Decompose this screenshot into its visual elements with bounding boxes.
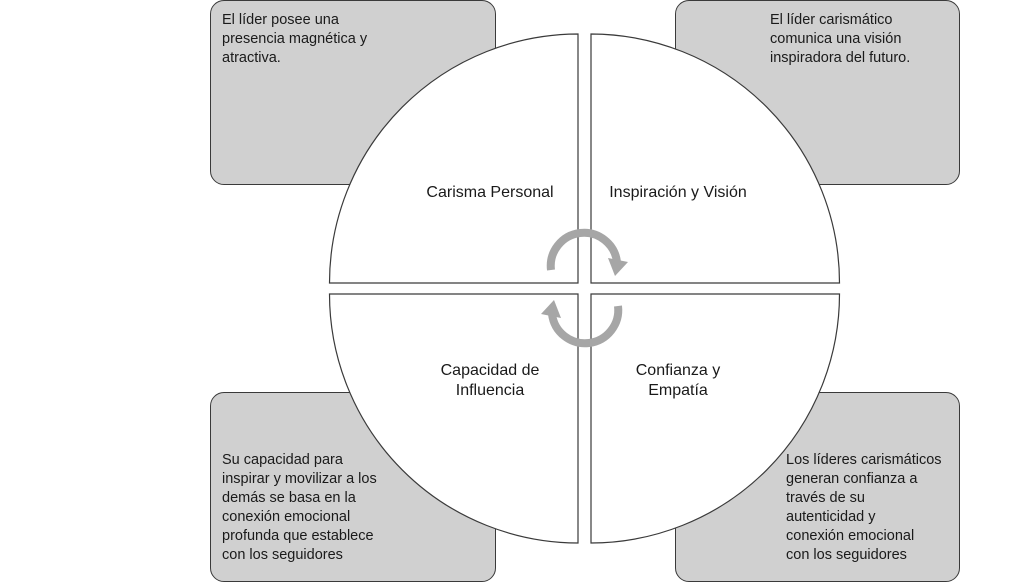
description-text-bottom-right: Los líderes carismáticos generan confian… [786,452,942,563]
quadrant-label-bottom-left: Capacidad de Influencia [440,362,540,399]
cycle-arrows-icon [541,228,628,348]
description-text-top-left: El líder posee una presencia magnética y… [222,12,368,66]
description-box-top-left: El líder posee una presencia magnética y… [210,0,496,185]
description-box-bottom-left: Su capacidad para inspirar y movilizar a… [210,392,496,582]
description-text-bottom-left: Su capacidad para inspirar y movilizar a… [222,452,377,563]
description-text-top-right: El líder carismático comunica una visión… [770,12,911,66]
quadrant-label-bottom-right: Confianza y Empatía [635,362,721,399]
description-box-top-right: El líder carismático comunica una visión… [675,0,960,185]
quadrant-label-top-left: Carisma Personal [426,184,554,201]
quadrant-label-top-right: Inspiración y Visión [609,184,747,201]
description-box-bottom-right: Los líderes carismáticos generan confian… [675,392,960,582]
